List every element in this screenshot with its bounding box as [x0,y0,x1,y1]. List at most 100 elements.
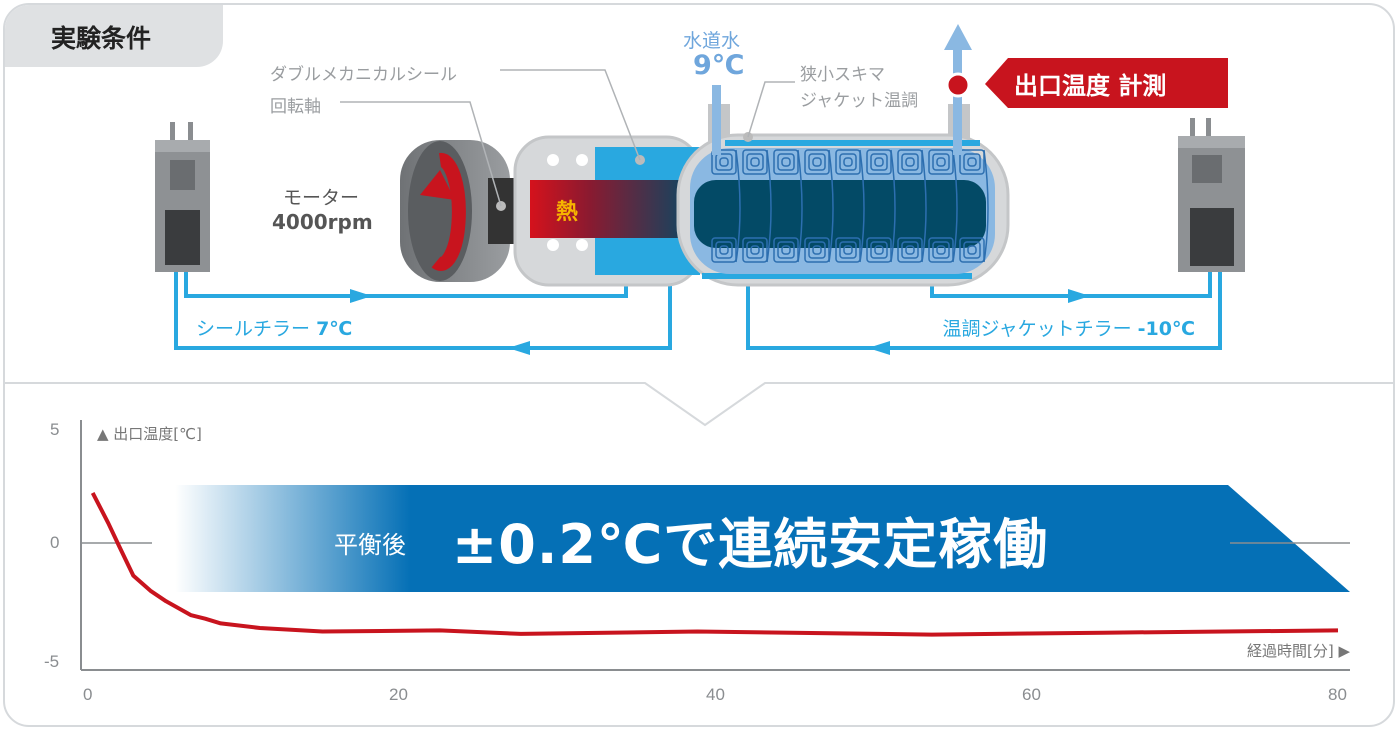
coil-mark [928,149,954,175]
x-tick: 0 [83,685,93,704]
coil-mark [967,157,977,167]
coil-mark [839,241,857,259]
coil-mark [936,157,946,167]
x-tick: 20 [389,685,408,704]
coil-mark [742,237,768,263]
coil-mark [835,237,861,263]
coil-mark [897,149,923,175]
coil-mark [719,245,729,255]
coil-mark [808,153,826,171]
label-motor-speed: 4000rpm [272,210,373,234]
seal-chiller-temp: 7℃ [316,318,353,340]
coil-mark [866,237,892,263]
coil-mark [959,237,985,263]
coil-mark [750,245,760,255]
flow-line [797,149,803,263]
coil-mark [932,241,950,259]
label-jacket-line1: 狭小スキマ [800,65,885,85]
coil-mark [812,157,822,167]
leader-lines [340,69,795,207]
coil-mark [746,153,764,171]
coil-mark [874,245,884,255]
banner-bg [175,485,1350,592]
y-tick: 5 [50,420,60,439]
coil-mark [711,237,737,263]
coil-mark [804,237,830,263]
coil-mark [928,237,954,263]
label-motor: モーター [283,187,360,209]
coil-mark [870,153,888,171]
jacket-chiller-temp: -10℃ [1137,318,1195,340]
x-tick: 80 [1328,685,1347,704]
section-title: 実験条件 [51,24,152,53]
coil-mark [963,241,981,259]
measure-point-icon [945,72,971,98]
coil-mark [711,149,737,175]
coil-mark [715,153,733,171]
jacket-chiller-unit [1178,118,1245,272]
label-tap-water-temp: 9℃ [693,50,745,81]
y-tick: 0 [50,533,60,552]
experiment-card: 実験条件 [3,3,1395,727]
coil-mark [742,149,768,175]
coil-mark [874,157,884,167]
y-tick: -5 [44,652,60,671]
rotation-arrow-icon [431,152,466,271]
outlet-arrow-icon [944,24,972,50]
flow-arrows [350,289,1090,355]
chart [80,420,1350,671]
coil-mark [750,157,760,167]
coil-mark [870,241,888,259]
label-jacket-line2: ジャケット温調 [800,91,919,111]
coil-mark [967,245,977,255]
label-double-seal: ダブルメカニカルシール [270,65,457,85]
coil-mark [804,149,830,175]
seal-chiller-name: シールチラー [196,318,311,340]
coil-mark [808,241,826,259]
flow-line [859,149,865,263]
coil-mark [781,157,791,167]
y-axis-label: ▲ 出口温度[℃] [97,425,202,443]
coil-mark [835,149,861,175]
motor [400,140,528,282]
label-heat: 熱 [556,200,579,225]
label-shaft: 回転軸 [270,97,321,117]
coil-mark [936,245,946,255]
coil-mark [897,237,923,263]
flow-line [735,149,741,263]
x-axis-label: 経過時間[分] ▶ [1246,642,1350,660]
coil-mark [901,241,919,259]
coil-mark [866,149,892,175]
jacket-chiller-name: 温調ジャケットチラー [942,318,1132,340]
coil-mark [777,241,795,259]
section-divider [5,382,1395,427]
flow-line [766,149,772,263]
coil-mark [773,149,799,175]
coil-mark [843,157,853,167]
x-tick: 60 [1022,685,1041,704]
coil-mark [839,153,857,171]
coil-mark [843,245,853,255]
temperature-jacket [676,24,1010,287]
coil-mark [905,245,915,255]
label-outlet-measure: 出口温度 計測 [1014,72,1167,100]
seal-housing [513,135,702,287]
seal-chiller-unit [155,122,210,272]
coil-mark [812,245,822,255]
banner-main: ±0.2℃で連続安定稼働 [452,513,1049,576]
banner-prefix: 平衡後 [334,531,406,559]
coil-mark [715,241,733,259]
series-line-outlet-temp [90,491,1339,637]
flow-line [983,149,989,263]
flow-line [890,149,896,263]
flow-line [952,149,958,263]
flow-line [921,149,927,263]
coil-mark [932,153,950,171]
coil-mark [781,245,791,255]
coil-mark [719,157,729,167]
outlet-label-bg [985,58,1228,108]
coil-mark [901,153,919,171]
label-jacket-chiller: 温調ジャケットチラー -10℃ [943,314,1195,341]
label-tap-water: 水道水 [683,30,741,52]
coil-mark [963,153,981,171]
